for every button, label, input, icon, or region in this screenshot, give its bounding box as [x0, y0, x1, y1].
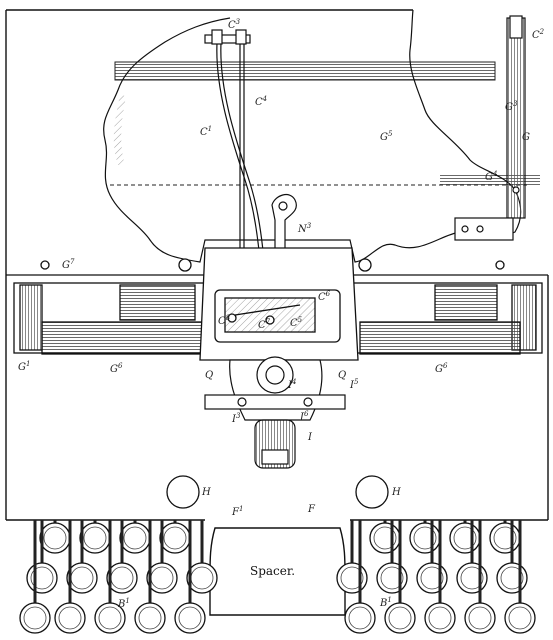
- label-b1l: B1: [117, 597, 130, 610]
- key: [489, 520, 521, 554]
- key: [159, 520, 191, 554]
- spacer-label: Spacer.: [250, 564, 295, 578]
- key: [369, 520, 401, 554]
- key: [106, 520, 138, 594]
- label-g5: G5: [380, 130, 393, 143]
- knobs-H: [166, 475, 389, 509]
- key: [119, 520, 151, 554]
- label-c2: C2: [532, 28, 545, 41]
- label-c3: C3: [228, 18, 241, 31]
- label-g6l: G6: [110, 362, 123, 375]
- frame: [5, 9, 549, 521]
- label-i5: I5: [349, 378, 359, 391]
- key: [19, 520, 51, 634]
- label-i3: I3: [231, 412, 241, 425]
- key: [134, 520, 166, 634]
- key: [409, 520, 441, 554]
- label-f1: F1: [231, 505, 243, 518]
- label-g7: G7: [62, 258, 75, 271]
- key: [344, 520, 376, 634]
- label-c1: C1: [200, 125, 212, 138]
- label-g6r: G6: [435, 362, 448, 375]
- right-column-G: [454, 15, 526, 241]
- key: [39, 520, 71, 554]
- label-h1: H: [201, 487, 211, 498]
- label-i4: I4: [287, 378, 296, 391]
- label-i6: I6: [299, 410, 309, 423]
- label-q2: Q: [338, 370, 346, 381]
- key: [174, 520, 206, 634]
- key: [424, 520, 456, 634]
- center-carriage: [199, 247, 359, 361]
- type-wheel-assembly: [204, 356, 346, 469]
- label-i: I: [307, 432, 313, 443]
- key: [504, 520, 536, 634]
- carriage-top-rail: [110, 61, 540, 186]
- label-g1: G1: [18, 360, 30, 373]
- key: [54, 520, 86, 634]
- key: [66, 520, 98, 594]
- label-q1: Q: [205, 370, 213, 381]
- label-c4: C4: [255, 95, 267, 108]
- label-h2: H: [391, 487, 401, 498]
- label-f: F: [307, 504, 316, 515]
- key: [79, 520, 111, 554]
- broken-paper-outline: [103, 9, 522, 263]
- paper-shading: [113, 95, 126, 165]
- key: [146, 520, 178, 594]
- keyboard: [19, 520, 536, 634]
- label-n3: N3: [297, 222, 312, 235]
- key: [94, 520, 126, 634]
- label-g: G: [522, 132, 530, 143]
- key: [464, 520, 496, 634]
- key: [384, 520, 416, 634]
- key: [449, 520, 481, 554]
